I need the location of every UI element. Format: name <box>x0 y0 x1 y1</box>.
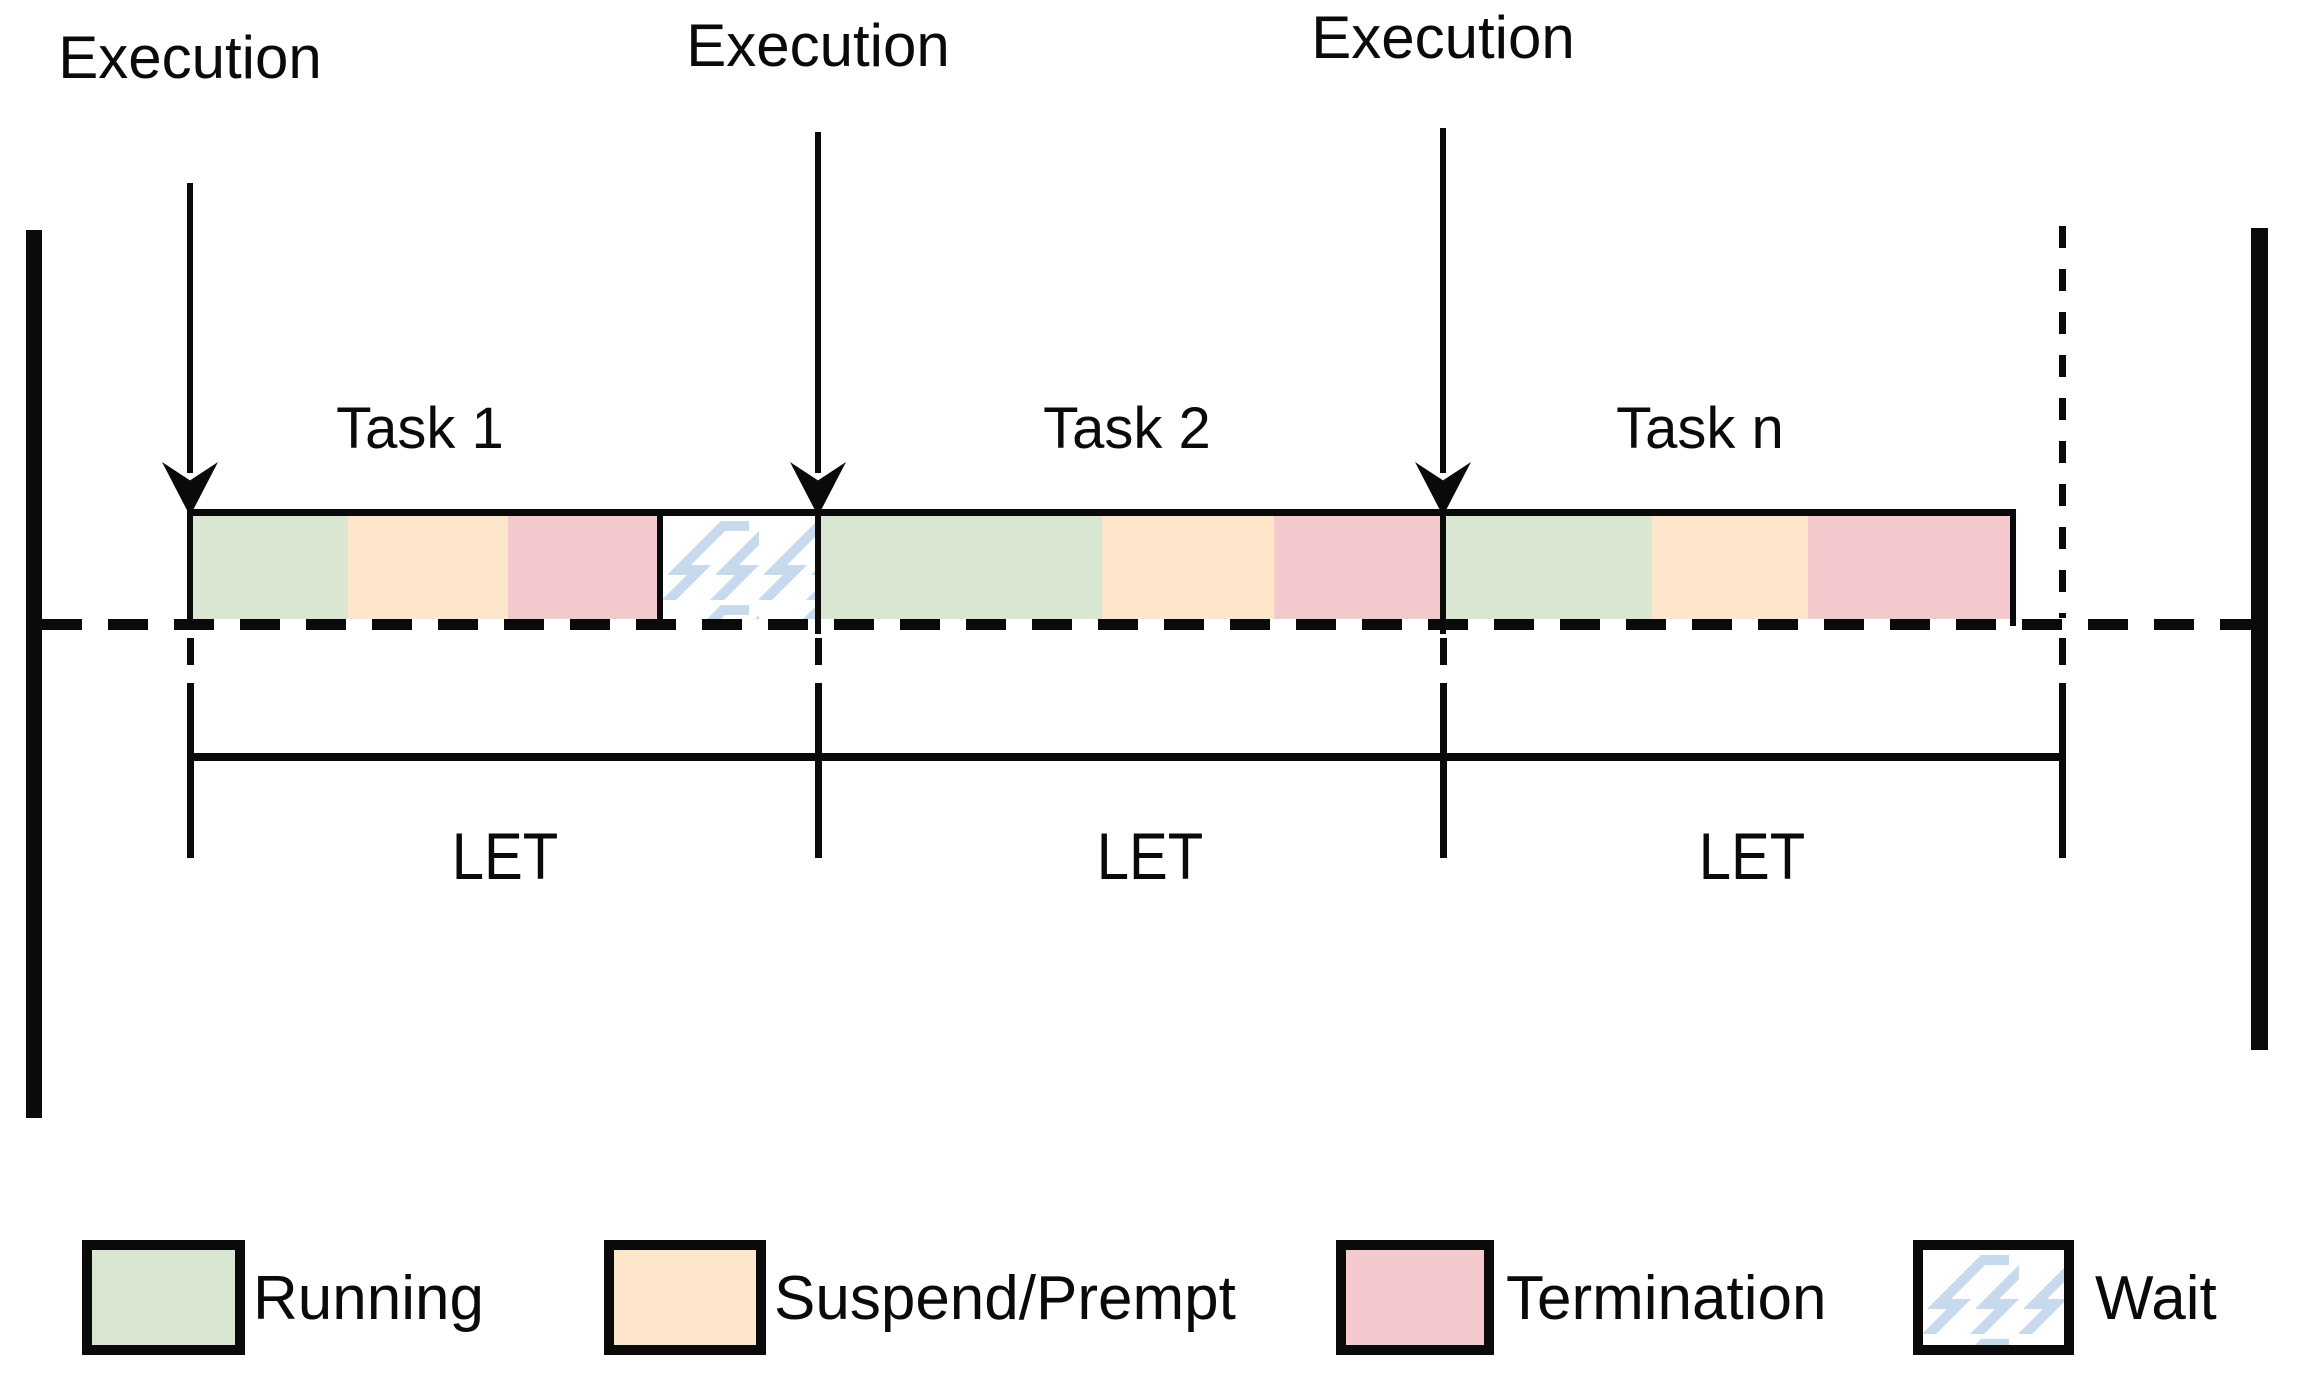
task2-taskn-divider <box>1440 509 1446 634</box>
segment-task1-suspend <box>348 516 508 619</box>
tick-dash-4 <box>2059 638 2066 702</box>
bar-right-edge <box>2010 509 2016 626</box>
timeline-dashed-line <box>42 619 2251 630</box>
bar-left-edge <box>187 509 193 626</box>
segment-task1-running <box>193 516 348 619</box>
left-boundary-bar <box>26 230 42 1118</box>
execution-label-1: Execution <box>58 24 322 91</box>
right-boundary-bar <box>2251 228 2268 1050</box>
tick-solid-3 <box>1440 702 1447 858</box>
wait-left-border <box>657 509 663 626</box>
legend-label-running: Running <box>253 1264 484 1333</box>
tick-dash-3 <box>1440 638 1447 702</box>
task-label-2: Task 2 <box>1043 396 1211 461</box>
segment-taskn-termination <box>1808 516 2010 619</box>
wait-right-border <box>815 509 821 634</box>
legend-swatch-suspend <box>604 1240 766 1355</box>
segment-task2-running <box>821 516 1102 619</box>
task-bar-top-border <box>190 509 2016 516</box>
task-label-1: Task 1 <box>336 396 504 461</box>
let-label-3: LET <box>1698 819 1806 893</box>
segment-taskn-running <box>1446 516 1652 619</box>
legend-swatch-termination <box>1336 1240 1494 1355</box>
legend-label-suspend: Suspend/Prempt <box>774 1264 1236 1333</box>
task-label-n: Task n <box>1616 396 1784 461</box>
segment-task2-termination <box>1274 516 1440 619</box>
execution-arrow-stem-1 <box>187 183 193 473</box>
segment-task2-suspend <box>1102 516 1274 619</box>
wait-pattern <box>663 516 815 619</box>
legend-label-wait: Wait <box>2095 1264 2217 1333</box>
legend-label-termination: Termination <box>1506 1264 1827 1333</box>
tick-dash-1 <box>187 638 194 702</box>
right-dashed-line <box>2059 226 2066 618</box>
execution-label-3: Execution <box>1311 4 1575 71</box>
tick-solid-2 <box>815 702 822 858</box>
tick-solid-1 <box>187 702 194 858</box>
execution-label-2: Execution <box>686 12 950 79</box>
execution-arrow-stem-3 <box>1440 128 1446 473</box>
segment-task1-wait <box>663 516 815 619</box>
execution-arrow-stem-2 <box>815 132 821 473</box>
let-label-2: LET <box>1096 819 1204 893</box>
tick-solid-4 <box>2059 702 2066 858</box>
let-bracket-line <box>190 753 2066 761</box>
let-label-1: LET <box>451 819 559 893</box>
tick-dash-2 <box>815 638 822 702</box>
wait-pattern-legend <box>1923 1250 2064 1345</box>
segment-task1-termination <box>508 516 657 619</box>
segment-taskn-suspend <box>1652 516 1808 619</box>
legend-swatch-running <box>82 1240 245 1355</box>
legend-swatch-wait <box>1913 1240 2074 1355</box>
